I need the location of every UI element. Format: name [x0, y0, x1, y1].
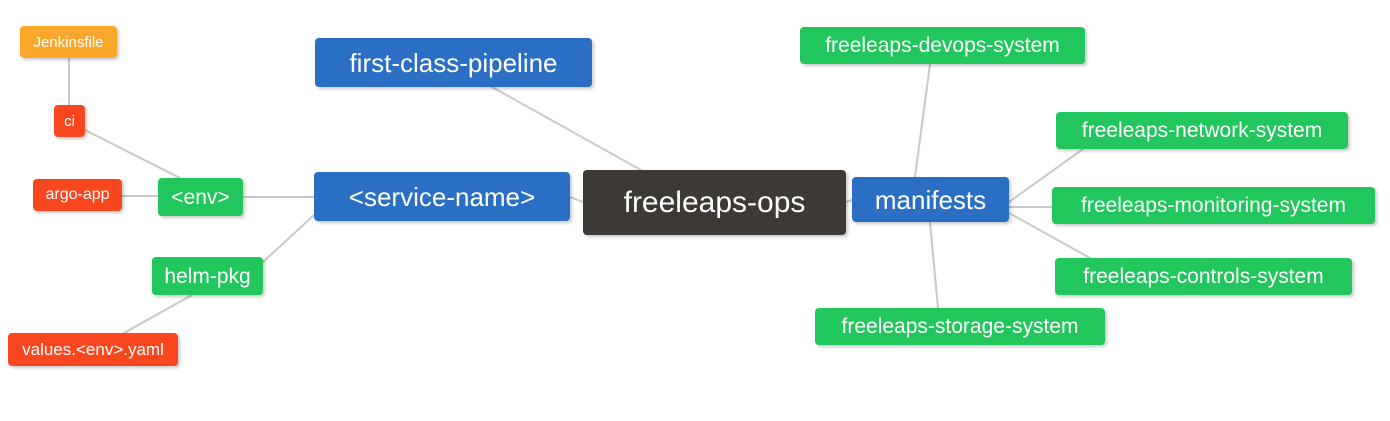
mindmap-node-freeleaps-controls-system[interactable]: freeleaps-controls-system [1055, 258, 1352, 295]
mindmap-edge-freeleaps-ops-to-manifests [845, 199, 853, 203]
mindmap-node-helm-pkg[interactable]: helm-pkg [152, 257, 263, 295]
mindmap-node-values-env-yaml[interactable]: values.<env>.yaml [8, 333, 178, 366]
mindmap-node-freeleaps-monitoring-system[interactable]: freeleaps-monitoring-system [1052, 187, 1375, 224]
mindmap-edge-service-name-to-helm-pkg [262, 214, 315, 263]
mindmap-node-freeleaps-devops-system[interactable]: freeleaps-devops-system [800, 27, 1085, 64]
mindmap-node-freeleaps-ops[interactable]: freeleaps-ops [583, 170, 846, 235]
mindmap-node-argo-app[interactable]: argo-app [33, 179, 122, 211]
mindmap-node-service-name[interactable]: <service-name> [314, 172, 570, 221]
mindmap-edge-manifests-to-freeleaps-network-system [1008, 148, 1084, 203]
mindmap-edge-manifests-to-freeleaps-controls-system [1008, 212, 1091, 259]
mindmap-node-env[interactable]: <env> [158, 178, 243, 216]
mindmap-edge-helm-pkg-to-values-env-yaml [123, 294, 193, 334]
mindmap-node-freeleaps-network-system[interactable]: freeleaps-network-system [1056, 112, 1348, 149]
mindmap-edge-env-to-ci [84, 129, 181, 179]
mindmap-edge-freeleaps-ops-to-service-name [569, 196, 584, 203]
mindmap-edge-freeleaps-ops-to-first-class-pipeline [491, 86, 642, 171]
mindmap-edge-manifests-to-freeleaps-devops-system [914, 63, 931, 178]
mindmap-node-first-class-pipeline[interactable]: first-class-pipeline [315, 38, 592, 87]
mindmap-node-ci[interactable]: ci [54, 105, 85, 137]
mindmap-node-jenkinsfile[interactable]: Jenkinsfile [20, 26, 117, 58]
mindmap-node-freeleaps-storage-system[interactable]: freeleaps-storage-system [815, 308, 1105, 345]
mindmap-node-manifests[interactable]: manifests [852, 177, 1009, 222]
mindmap-edge-manifests-to-freeleaps-storage-system [929, 221, 939, 309]
